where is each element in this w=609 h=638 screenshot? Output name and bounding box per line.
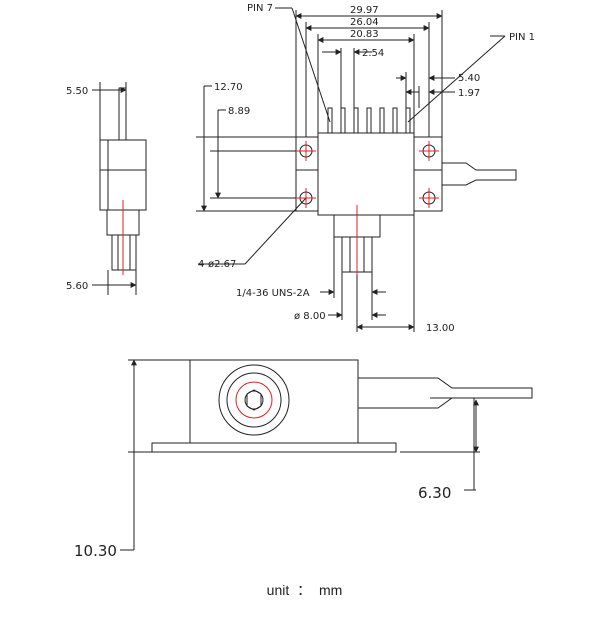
dim-12-70: 12.70 bbox=[214, 82, 243, 93]
side-view bbox=[92, 82, 147, 295]
dim-5-60: 5.60 bbox=[66, 281, 88, 292]
fiber-boot bbox=[442, 162, 517, 186]
dim-20-83: 20.83 bbox=[350, 29, 379, 40]
side-tab bbox=[118, 87, 127, 141]
top-view bbox=[196, 7, 517, 332]
dim-8-89: 8.89 bbox=[228, 106, 250, 117]
side-body bbox=[99, 139, 147, 211]
pin-row bbox=[327, 107, 411, 134]
dim-5-40: 5.40 bbox=[458, 73, 480, 84]
front-fiber-boot bbox=[358, 377, 533, 409]
pin1-leader bbox=[407, 35, 506, 123]
side-nut bbox=[111, 234, 137, 271]
front-view-centerlines bbox=[235, 381, 490, 419]
label-pin7: PIN 7 bbox=[247, 3, 273, 14]
dim-1-97: 1.97 bbox=[458, 88, 480, 99]
pin7-leader bbox=[291, 7, 331, 123]
front-view bbox=[120, 359, 533, 551]
front-body bbox=[189, 359, 359, 444]
label-pin1: PIN 1 bbox=[509, 32, 535, 43]
connector-hex bbox=[246, 389, 262, 411]
dim-thread: 1/4-36 UNS-2A bbox=[236, 288, 310, 299]
dim-6-30: 6.30 bbox=[418, 484, 451, 502]
top-view-centerlines bbox=[296, 141, 439, 275]
dim-5-50: 5.50 bbox=[66, 86, 88, 97]
dim-10-30: 10.30 bbox=[74, 542, 117, 560]
dim-29-97: 29.97 bbox=[350, 5, 379, 16]
main-body bbox=[317, 132, 415, 216]
unit-label: unit ： mm bbox=[266, 582, 343, 598]
dim-13-00: 13.00 bbox=[426, 323, 455, 334]
dim-26-04: 26.04 bbox=[350, 17, 379, 28]
dim-2-54: 2.54 bbox=[362, 48, 384, 59]
connector-outer-ring bbox=[218, 364, 290, 436]
base-plate bbox=[151, 442, 397, 453]
dim-dia-8-00: ø 8.00 bbox=[294, 311, 326, 322]
holes-leader bbox=[244, 197, 307, 265]
